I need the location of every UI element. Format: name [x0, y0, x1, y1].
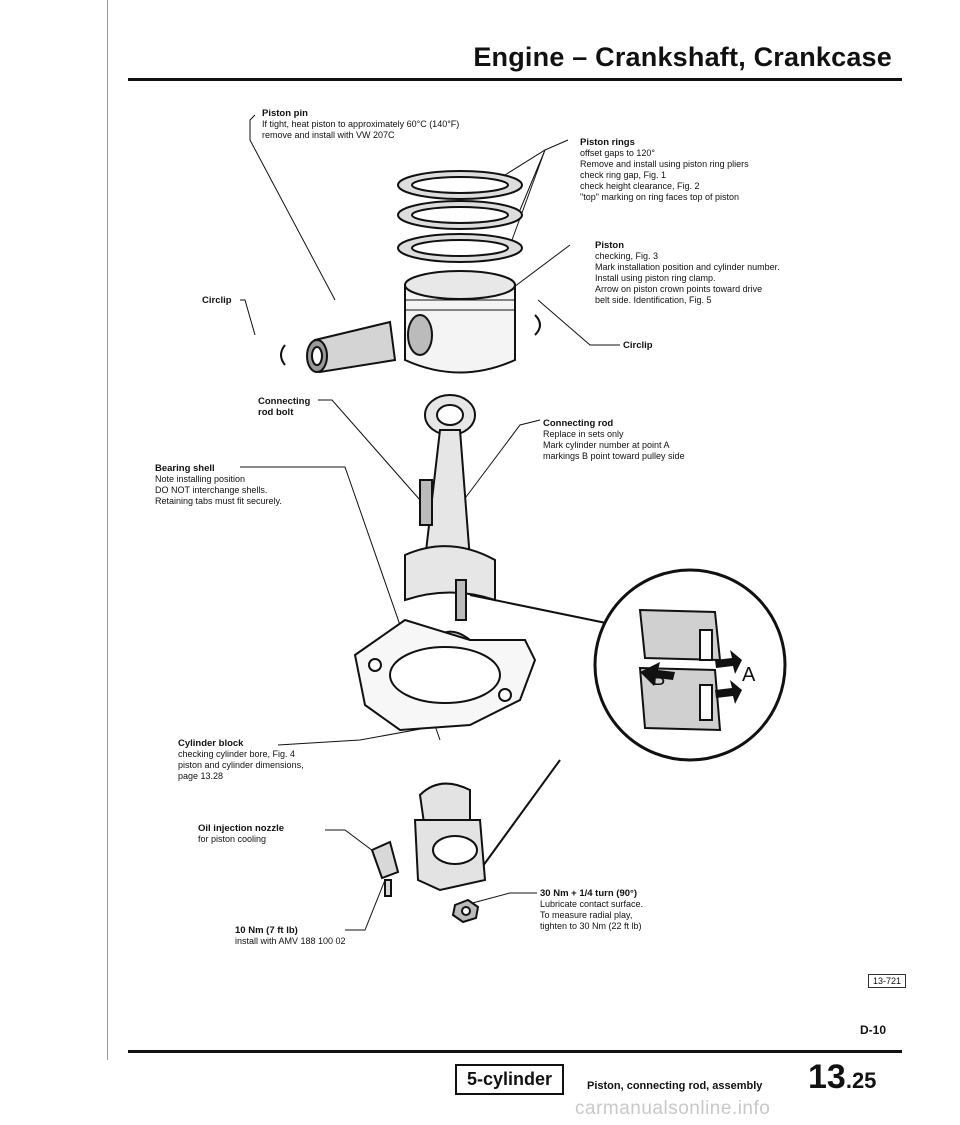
callout-line: Replace in sets only	[543, 429, 624, 439]
callout-line: Mark cylinder number at point A	[543, 440, 670, 450]
margin-line	[107, 0, 108, 1060]
leader-circlip-left	[240, 299, 256, 336]
callout-title: Connecting rod	[543, 418, 614, 429]
callout-title: Circlip	[623, 340, 653, 351]
leader-piston-pin	[249, 114, 336, 301]
callout-bearing-shell: Bearing shell Note installing position D…	[155, 463, 282, 507]
callout-title: Connecting	[258, 396, 311, 407]
callout-line: checking cylinder bore, Fig. 4	[178, 749, 296, 759]
callout-title: Oil injection nozzle	[198, 823, 285, 834]
callout-line: tighten to 30 Nm (22 ft lb)	[540, 921, 642, 931]
footer-rule	[128, 1050, 902, 1053]
callout-title: Piston	[595, 240, 625, 251]
callout-conrod-bolt: Connecting rod bolt	[258, 396, 310, 418]
leader-piston-rings	[504, 139, 569, 241]
callout-line: check ring gap, Fig. 1	[580, 170, 667, 180]
callout-line: checking, Fig. 3	[595, 251, 659, 261]
callout-line: Arrow on piston crown points toward driv…	[595, 284, 763, 294]
callout-circlip-right: Circlip	[623, 340, 653, 351]
page-number: 13.25	[808, 1058, 876, 1097]
page-number-major: 13	[808, 1058, 846, 1096]
callout-title: Cylinder block	[178, 738, 244, 749]
leader-conrod-bolt	[318, 399, 421, 501]
variant-badge: 5-cylinder	[455, 1064, 565, 1095]
callout-line: Lubricate contact surface.	[540, 899, 644, 909]
callout-title: rod bolt	[258, 407, 294, 418]
callout-line: Remove and install using piston ring pli…	[580, 159, 749, 169]
callout-title: Circlip	[202, 295, 232, 306]
callout-line: If tight, heat piston to approximately 6…	[262, 119, 460, 129]
callout-oil-nozzle: Oil injection nozzle for piston cooling	[198, 823, 284, 845]
figure-number: 13-721	[868, 974, 907, 988]
callout-title: 10 Nm (7 ft lb)	[235, 925, 298, 936]
detail-label-a: A	[742, 664, 756, 686]
leader-cap-torque	[464, 892, 537, 906]
callout-line: To measure radial play,	[540, 910, 633, 920]
callout-line: markings B point toward pulley side	[543, 451, 685, 461]
callout-title: 30 Nm + 1/4 turn (90°)	[540, 888, 637, 899]
leader-nozzle-torque	[345, 879, 386, 931]
callout-piston-pin: Piston pin If tight, heat piston to appr…	[262, 108, 459, 141]
page-title: Engine – Crankshaft, Crankcase	[473, 42, 892, 72]
callout-nozzle-torque: 10 Nm (7 ft lb) install with AMV 188 100…	[235, 925, 346, 947]
header-rule	[128, 78, 902, 81]
callout-circlip-left: Circlip	[202, 295, 232, 306]
callout-line: page 13.28	[178, 771, 224, 781]
detail-label-b: B	[652, 668, 666, 690]
callout-cap-torque: 30 Nm + 1/4 turn (90°) Lubricate contact…	[540, 888, 643, 932]
callout-line: for piston cooling	[198, 834, 267, 844]
callout-line: check height clearance, Fig. 2	[580, 181, 700, 191]
callout-line: install with AMV 188 100 02	[235, 936, 346, 946]
callout-line: belt side. Identification, Fig. 5	[595, 295, 712, 305]
callout-line: Retaining tabs must fit securely.	[155, 496, 282, 506]
page-number-minor: .25	[845, 1068, 877, 1093]
section-title: Piston, connecting rod, assembly	[587, 1080, 763, 1092]
callout-title: Piston rings	[580, 137, 635, 148]
leader-connecting-rod	[459, 419, 541, 506]
callout-line: piston and cylinder dimensions,	[178, 760, 304, 770]
watermark: carmanualsonline.info	[575, 1098, 771, 1119]
callout-title: Piston pin	[262, 108, 308, 119]
callout-title: Bearing shell	[155, 463, 215, 474]
callout-piston-rings: Piston rings offset gaps to 120° Remove …	[580, 137, 749, 203]
callout-line: Note installing position	[155, 474, 246, 484]
callout-connecting-rod: Connecting rod Replace in sets only Mark…	[543, 418, 685, 462]
callout-line: DO NOT interchange shells.	[155, 485, 268, 495]
callout-line: "top" marking on ring faces top of pisto…	[580, 192, 739, 202]
doc-code: D-10	[860, 1023, 887, 1037]
callout-line: offset gaps to 120°	[580, 148, 655, 158]
leader-circlip-right	[537, 299, 620, 346]
callout-line: Install using piston ring clamp.	[595, 273, 716, 283]
callout-line: remove and install with VW 207C	[262, 130, 395, 140]
callout-cylinder-block: Cylinder block checking cylinder bore, F…	[178, 738, 304, 782]
callout-piston: Piston checking, Fig. 3 Mark installatio…	[595, 240, 780, 306]
callout-line: Mark installation position and cylinder …	[595, 262, 780, 272]
